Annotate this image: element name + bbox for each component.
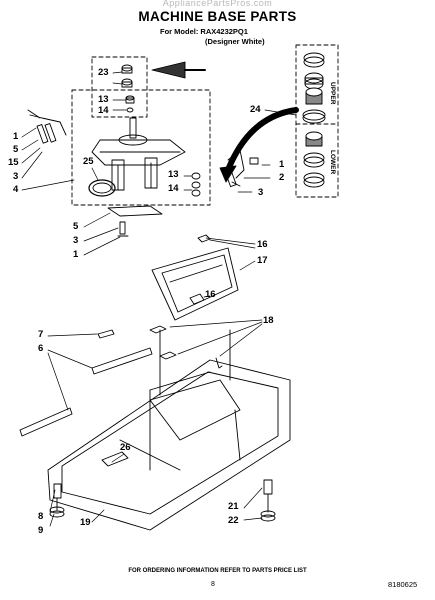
callout-14: 14 — [98, 105, 109, 116]
model-line: For Model: RAX4232PQ1 — [160, 27, 248, 36]
curved-arrow-shaft — [225, 107, 299, 173]
upper-label: UPPER — [329, 82, 336, 105]
rail-6-upper — [91, 347, 153, 375]
callout-5: 5 — [13, 144, 19, 155]
upper-bearing-box — [91, 56, 148, 118]
part-18-b — [159, 351, 177, 360]
callout-17: 17 — [257, 255, 268, 266]
callout-8: 8 — [38, 511, 44, 522]
ordering-note: FOR ORDERING INFORMATION REFER TO PARTS … — [128, 568, 307, 574]
part-18-a — [149, 325, 167, 334]
main-assembly-box — [71, 89, 211, 206]
ring-25 — [88, 179, 116, 197]
callout-24: 24 — [250, 104, 261, 115]
callout-19: 19 — [80, 517, 91, 528]
right-bracket-parts — [225, 149, 259, 188]
part-16-mid — [189, 293, 205, 305]
callout-16: 16 — [205, 289, 216, 300]
callout-3: 3 — [73, 235, 79, 246]
foot-21-22 — [260, 479, 276, 522]
callout-14: 14 — [168, 183, 179, 194]
base-frame-19 — [47, 329, 291, 531]
callout-1: 1 — [13, 131, 19, 142]
callout-5: 5 — [73, 221, 79, 232]
parts-13-14-right — [191, 172, 201, 197]
callout-2: 2 — [279, 172, 285, 183]
lower-bracket-parts — [107, 205, 163, 237]
variant-line: (Designer White) — [205, 37, 265, 46]
gearcase-assembly — [91, 117, 186, 191]
upper-bearings — [302, 52, 326, 124]
callout-6: 6 — [38, 343, 44, 354]
callout-1: 1 — [279, 159, 285, 170]
document-number: 8180625 — [388, 580, 418, 589]
callout-9: 9 — [38, 525, 44, 536]
callout-18: 18 — [263, 315, 274, 326]
callout-13: 13 — [168, 169, 179, 180]
page-number: 8 — [211, 581, 215, 588]
callout-23: 23 — [98, 67, 109, 78]
leader-lines — [21, 71, 297, 527]
callout-16: 16 — [257, 239, 268, 250]
callout-1: 1 — [73, 249, 79, 260]
callout-3: 3 — [13, 171, 19, 182]
page-title: MACHINE BASE PARTS — [138, 9, 297, 24]
callout-4: 4 — [13, 184, 19, 195]
left-bracket-parts — [27, 109, 67, 144]
callout-13: 13 — [98, 94, 109, 105]
callout-25: 25 — [83, 156, 94, 167]
callout-3: 3 — [258, 187, 264, 198]
lower-label: LOWER — [329, 150, 336, 175]
parts-23-13-14-upper — [121, 64, 135, 113]
callout-22: 22 — [228, 515, 239, 526]
curved-arrow-head — [219, 165, 237, 183]
callout-7: 7 — [38, 329, 44, 340]
pointer-arrow-23 — [151, 61, 186, 79]
rail-6-lower — [19, 407, 73, 437]
brace-17 — [151, 247, 239, 321]
lower-bearings — [303, 131, 325, 188]
foot-8-9 — [49, 483, 65, 518]
part-7 — [97, 329, 115, 339]
bearing-side-panel — [295, 44, 339, 198]
part-16-top — [197, 234, 211, 243]
callout-21: 21 — [228, 501, 239, 512]
callout-26: 26 — [120, 442, 131, 453]
watermark-text: AppliancePartsPros.com — [162, 0, 273, 8]
ring-25-inner — [92, 182, 112, 194]
callout-15: 15 — [8, 157, 19, 168]
